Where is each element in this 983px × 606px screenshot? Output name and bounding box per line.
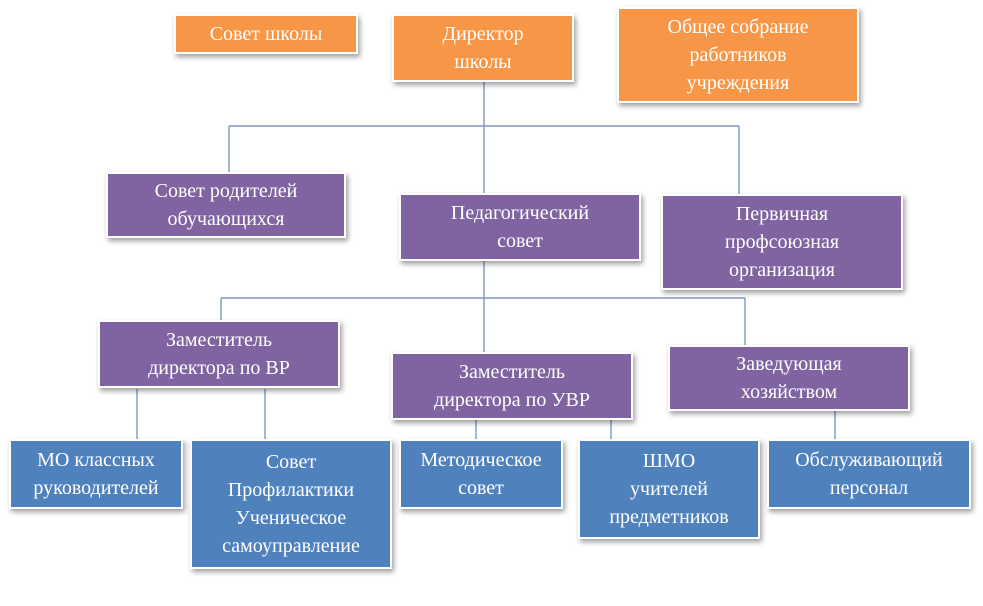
- pedagogical-council-box: Педагогический совет: [399, 193, 641, 261]
- prevention-council-box: Совет Профилактики Ученическое самоуправ…: [190, 439, 392, 569]
- connector-group: [136, 80, 836, 441]
- service-staff-box: Обслуживающий персонал: [767, 439, 971, 509]
- school-director-box: Директор школы: [392, 14, 574, 82]
- mo-class-teachers-box: МО классных руководителей: [9, 439, 183, 509]
- trade-union-box: Первичная профсоюзная организация: [661, 194, 903, 290]
- deputy-uvr-box: Заместитель директора по УВР: [391, 352, 633, 420]
- general-meeting-box: Общее собрание работников учреждения: [617, 7, 859, 103]
- shmo-subject-teachers-box: ШМО учителей предметников: [578, 439, 760, 539]
- deputy-vr-box: Заместитель директора по ВР: [98, 320, 340, 388]
- parents-council-box: Совет родителей обучающихся: [106, 172, 346, 238]
- housekeeping-head-box: Заведующая хозяйством: [668, 345, 910, 411]
- school-council-box: Совет школы: [174, 14, 358, 54]
- methodical-council-box: Методическое совет: [399, 439, 563, 509]
